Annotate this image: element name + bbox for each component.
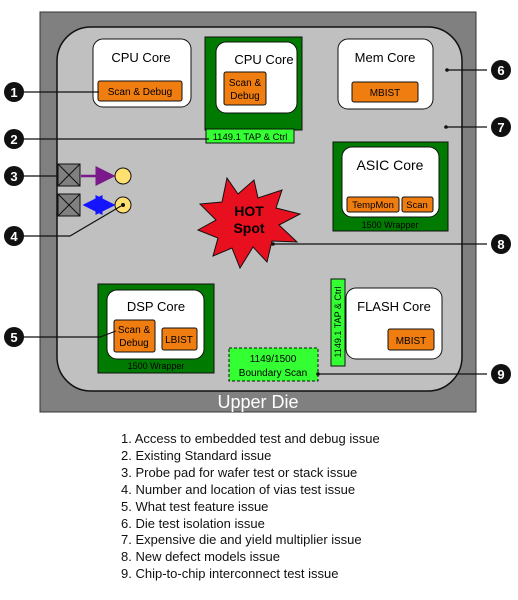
flash-core-tap-ctrl	[330, 278, 346, 367]
boundary-scan-line2: Boundary Scan	[239, 368, 307, 379]
callout-6: 6	[491, 60, 511, 80]
cpu-core-2-title: CPU Core	[234, 52, 293, 67]
svg-text:7: 7	[497, 120, 504, 135]
asic-core-scan-label: Scan	[406, 200, 428, 211]
dsp-core-lbist-block	[161, 327, 198, 351]
flash-core-tap-ctrl-label: 1149.1 TAP & Ctrl	[333, 287, 343, 358]
asic-core-wrapper-label: 1500 Wrapper	[362, 220, 419, 230]
die-label: Upper Die	[217, 392, 298, 412]
issue-item-1: 1. Access to embedded test and debug iss…	[121, 431, 380, 446]
asic-core-tempmon-label: TempMon	[352, 200, 394, 211]
asic-core-tempmon-block	[346, 196, 400, 213]
cpu-core-2-tap-ctrl	[205, 128, 295, 144]
callout-8: 8	[491, 234, 511, 254]
callout-1: 1	[4, 82, 24, 102]
mem-core-title: Mem Core	[355, 50, 416, 65]
svg-text:6: 6	[497, 63, 504, 78]
dsp-core-title: DSP Core	[127, 299, 185, 314]
hot-spot-line2: Spot	[233, 220, 264, 236]
probe-pad-2-cross	[57, 193, 81, 217]
issue-item-2: 2. Existing Standard issue	[121, 447, 272, 463]
issue-item-7: 7. Expensive die and yield multiplier is…	[121, 532, 362, 548]
svg-text:2: 2	[10, 132, 17, 147]
cpu-core-1-scan-debug-block	[97, 80, 183, 102]
flash-core-mbist-label: MBIST	[396, 336, 427, 347]
probe-pad-circle	[114, 167, 132, 185]
issue-item-4: 4. Number and location of vias test issu…	[121, 481, 356, 497]
callout-3: 3	[4, 166, 24, 186]
dsp-core-wrapper-label: 1500 Wrapper	[128, 361, 185, 371]
cpu-core-2-scan-debug-block	[223, 71, 267, 106]
leader-dot-8	[271, 242, 275, 246]
callout-5: 5	[4, 327, 24, 347]
issue-item-5: 5. What test feature issue	[121, 498, 269, 514]
boundary-scan-line1: 1149/1500	[250, 354, 297, 365]
mem-core-mbist-label: MBIST	[370, 88, 401, 99]
dsp-core-scan-debug-line2: Debug	[119, 338, 148, 349]
issue-item-8: 8. New defect models issue	[121, 549, 280, 565]
leader-lines	[22, 69, 487, 375]
issue-list: 1. Access to embedded test and debug iss…	[121, 431, 380, 583]
callout-7: 7	[491, 117, 511, 137]
asic-core-scan-block	[401, 196, 434, 213]
svg-text:4: 4	[10, 229, 18, 244]
dsp-core-lbist-label: LBIST	[165, 335, 193, 346]
probe-pad-1-cross	[57, 163, 81, 187]
cpu-core-1-scan-debug-label: Scan & Debug	[108, 87, 173, 98]
cpu-core-1-title: CPU Core	[111, 50, 170, 65]
mem-core-mbist-block	[351, 81, 419, 103]
svg-text:3: 3	[10, 169, 17, 184]
cpu-core-2-scan-debug-line2: Debug	[230, 91, 259, 102]
leader-dot-7	[444, 125, 448, 129]
callout-9: 9	[491, 364, 511, 384]
hot-spot-burst	[196, 176, 302, 270]
svg-text:1: 1	[10, 85, 17, 100]
boundary-scan-box	[228, 347, 319, 382]
issue-item-9: 9. Chip-to-chip interconnect test issue	[121, 566, 339, 582]
callout-4: 4	[4, 226, 24, 246]
dsp-core-scan-debug-line1: Scan &	[118, 325, 151, 336]
svg-text:9: 9	[497, 367, 504, 382]
cpu-core-2-tap-ctrl-label: 1149.1 TAP & Ctrl	[213, 132, 288, 143]
svg-text:8: 8	[497, 237, 504, 252]
flash-core-mbist-block	[387, 328, 435, 351]
leader-dot-6	[445, 68, 449, 72]
cpu-core-2-scan-debug-line1: Scan &	[229, 78, 262, 89]
asic-core-title: ASIC Core	[357, 157, 424, 173]
hot-spot-line1: HOT	[234, 203, 264, 219]
via-circle-dot	[121, 203, 125, 207]
leader-dot-9	[316, 372, 320, 376]
issue-item-6: 6. Die test isolation issue	[121, 515, 265, 531]
flash-core-title: FLASH Core	[357, 299, 431, 314]
callout-2: 2	[4, 129, 24, 149]
dsp-core-scan-debug-block	[113, 319, 156, 353]
issue-item-3: 3. Probe pad for wafer test or stack iss…	[121, 464, 358, 480]
svg-text:5: 5	[10, 330, 17, 345]
